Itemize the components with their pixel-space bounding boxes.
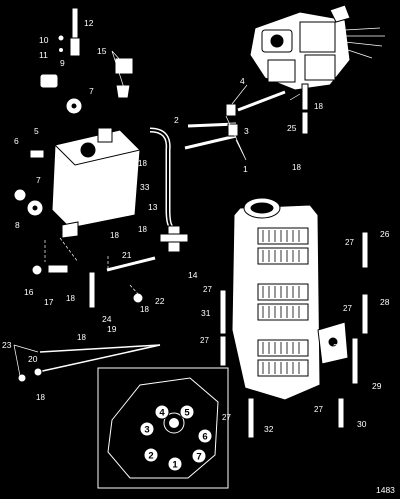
callout-18d: 18 [140, 305, 149, 314]
callout-30: 30 [357, 419, 367, 429]
callout-5: 5 [34, 126, 39, 136]
callout-31: 31 [201, 308, 211, 318]
callout-19: 19 [107, 324, 117, 334]
callout-27f: 27 [222, 413, 231, 422]
fuel-lines [184, 90, 286, 150]
callout-17: 17 [44, 297, 54, 307]
callout-2: 2 [174, 115, 179, 125]
float-and-pins [39, 7, 83, 115]
callout-14: 14 [188, 270, 198, 280]
fuel-hoses [17, 344, 161, 383]
callout-10: 10 [39, 35, 49, 45]
callout-18b: 18 [138, 225, 147, 234]
sequence-5-label: 5 [184, 408, 190, 419]
callout-18e: 18 [66, 294, 75, 303]
callout-28: 28 [380, 297, 390, 307]
mounting-bolts [31, 237, 79, 276]
callout-15: 15 [97, 46, 107, 56]
fuel-pump-assembly [249, 4, 385, 91]
sequence-1-label: 1 [172, 460, 178, 471]
callout-4: 4 [240, 76, 245, 86]
leader-lines [13, 50, 301, 377]
callout-25: 25 [287, 123, 297, 133]
callout-8: 8 [15, 220, 20, 230]
callout-labels: 1 2 3 4 5 6 7 7 8 9 10 11 12 13 14 15 16… [2, 18, 390, 434]
sequence-7-label: 7 [196, 452, 201, 463]
sensor-and-clip [114, 57, 134, 99]
callout-33: 33 [140, 182, 150, 192]
callout-9: 9 [60, 58, 65, 68]
callout-20: 20 [28, 354, 38, 364]
sequence-3-label: 3 [144, 425, 149, 436]
callout-23: 23 [2, 340, 12, 350]
callout-18h: 18 [314, 102, 323, 111]
callout-1: 1 [243, 164, 248, 174]
callout-18i: 18 [292, 163, 301, 172]
callout-13: 13 [148, 202, 158, 212]
callout-16: 16 [24, 287, 34, 297]
fuel-fittings [106, 225, 189, 304]
callout-27g: 27 [314, 405, 323, 414]
callout-7b: 7 [36, 175, 41, 185]
callout-27a: 27 [345, 238, 354, 247]
intake-manifold [231, 197, 349, 401]
callout-12: 12 [84, 18, 94, 28]
sequence-2-label: 2 [148, 451, 153, 462]
sequence-6-label: 6 [202, 432, 207, 443]
callout-7a: 7 [89, 86, 94, 96]
sequence-4-label: 4 [159, 408, 165, 419]
callout-27e: 27 [333, 343, 342, 352]
callout-24: 24 [102, 314, 112, 324]
callout-11: 11 [39, 50, 48, 60]
callout-26: 26 [380, 229, 390, 239]
callout-6: 6 [14, 136, 19, 146]
figure-reference-number: 1483 [376, 485, 395, 495]
callout-32: 32 [264, 424, 274, 434]
torque-sequence-bolts [139, 404, 213, 472]
callout-27c: 27 [343, 304, 352, 313]
callout-22: 22 [155, 296, 165, 306]
callout-18a: 18 [138, 159, 147, 168]
vapor-separator-tank [51, 127, 141, 239]
callout-18g: 18 [36, 393, 45, 402]
seal-and-grommets [13, 149, 45, 217]
callout-29: 29 [372, 381, 382, 391]
torque-sequence-inset: 1 2 3 4 5 6 7 [97, 367, 229, 489]
callout-21: 21 [122, 250, 132, 260]
callout-18f: 18 [77, 333, 86, 342]
studs-left [88, 83, 369, 439]
callout-3: 3 [244, 126, 249, 136]
callout-18c: 18 [110, 231, 119, 240]
callout-27b: 27 [203, 285, 212, 294]
callout-27d: 27 [200, 336, 209, 345]
